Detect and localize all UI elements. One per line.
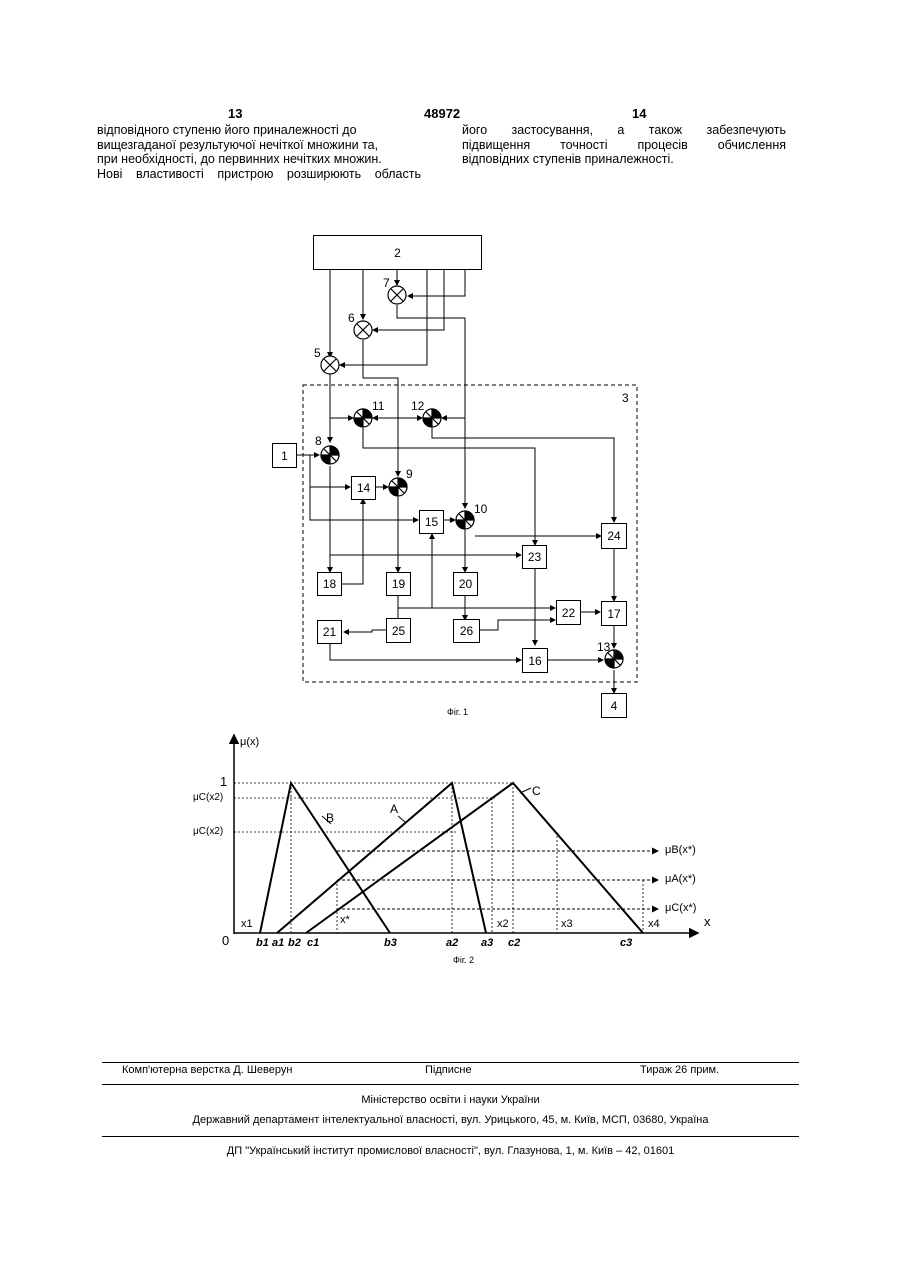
block-24: 24 bbox=[601, 523, 627, 549]
circulation: Тираж 26 прим. bbox=[640, 1064, 719, 1076]
block-20: 20 bbox=[453, 572, 478, 596]
footer-rule-bottom bbox=[102, 1136, 799, 1137]
signed-label: Підписне bbox=[425, 1064, 472, 1076]
x-tick-x3: x3 bbox=[561, 918, 573, 930]
x-tick-a1: a1 bbox=[272, 937, 284, 949]
multiplier-label: 8 bbox=[315, 434, 322, 448]
y-tick-mu-c-x2: μC(x2) bbox=[193, 792, 223, 803]
multiplier-label: 13 bbox=[597, 640, 610, 654]
x-tick-x2: x2 bbox=[497, 918, 509, 930]
curve-label-C: C bbox=[532, 784, 541, 798]
x-axis-label: x bbox=[704, 914, 711, 929]
x-tick-x1: x1 bbox=[241, 918, 253, 930]
block-17: 17 bbox=[601, 601, 627, 626]
ministry-line: Міністерство освіти і науки України bbox=[102, 1094, 799, 1106]
block-22: 22 bbox=[556, 600, 581, 625]
block-18: 18 bbox=[317, 572, 342, 596]
multiplier-label: 6 bbox=[348, 311, 355, 325]
curve-A bbox=[277, 783, 486, 933]
typesetting-credit: Комп'ютерна верстка Д. Шеверун bbox=[122, 1064, 292, 1076]
x-tick-a3: a3 bbox=[481, 937, 493, 949]
footer-rule-middle bbox=[102, 1084, 799, 1085]
multiplier-12 bbox=[423, 409, 441, 427]
arrow-label-mu-a: μA(x*) bbox=[665, 873, 696, 885]
x-tick-c3: c3 bbox=[620, 937, 632, 949]
multiplier-label: 5 bbox=[314, 346, 321, 360]
multiplier-6 bbox=[354, 321, 372, 339]
block-21: 21 bbox=[317, 620, 342, 644]
multiplier-11 bbox=[354, 409, 372, 427]
curve-label-B: B bbox=[326, 811, 334, 825]
figure1-block-diagram bbox=[0, 0, 901, 730]
curve-B bbox=[260, 783, 390, 933]
y-tick-mu-c-x2-lower: μC(x2) bbox=[193, 826, 223, 837]
origin-label: 0 bbox=[222, 933, 229, 948]
block-19: 19 bbox=[386, 572, 411, 596]
block-16: 16 bbox=[522, 648, 548, 673]
multiplier-9 bbox=[389, 478, 407, 496]
block-15: 15 bbox=[419, 510, 444, 534]
x-tick-a2: a2 bbox=[446, 937, 458, 949]
x-tick-c2: c2 bbox=[508, 937, 520, 949]
block-1: 1 bbox=[272, 443, 297, 468]
x-tick-c1: c1 bbox=[307, 937, 319, 949]
block-14: 14 bbox=[351, 476, 376, 500]
institute-line: ДП "Український інститут промислової вла… bbox=[102, 1145, 799, 1157]
multiplier-label: 11 bbox=[372, 399, 384, 413]
block-23: 23 bbox=[522, 545, 547, 569]
x-tick-xstar: x* bbox=[340, 914, 350, 926]
arrow-label-mu-b: μB(x*) bbox=[665, 844, 696, 856]
curve-C bbox=[306, 783, 643, 933]
y-tick-1: 1 bbox=[220, 774, 227, 789]
multiplier-10 bbox=[456, 511, 474, 529]
figure2-membership-plot bbox=[0, 730, 901, 970]
x-tick-b3: b3 bbox=[384, 937, 397, 949]
block-26: 26 bbox=[453, 619, 480, 643]
arrow-label-mu-c: μC(x*) bbox=[665, 902, 696, 914]
block-25: 25 bbox=[386, 618, 411, 643]
footer-rule-top bbox=[102, 1062, 799, 1063]
y-axis-label: μ(x) bbox=[240, 736, 259, 748]
block-2: 2 bbox=[313, 235, 482, 270]
multiplier-label: 9 bbox=[406, 467, 413, 481]
multiplier-5 bbox=[321, 356, 339, 374]
block-4: 4 bbox=[601, 693, 627, 718]
curve-label-A: A bbox=[390, 802, 398, 816]
multiplier-label: 7 bbox=[383, 276, 390, 290]
figure1-caption: Фіг. 1 bbox=[447, 707, 468, 717]
x-tick-b2: b2 bbox=[288, 937, 301, 949]
department-line: Державний департамент інтелектуальної вл… bbox=[102, 1114, 799, 1126]
x-tick-x4: x4 bbox=[648, 918, 660, 930]
multiplier-8 bbox=[321, 446, 339, 464]
frame-label: 3 bbox=[622, 391, 629, 405]
figure2-caption: Фіг. 2 bbox=[453, 955, 474, 965]
x-tick-b1: b1 bbox=[256, 937, 269, 949]
multiplier-label: 12 bbox=[411, 399, 424, 413]
multiplier-label: 10 bbox=[474, 502, 487, 516]
multiplier-7 bbox=[388, 286, 406, 304]
